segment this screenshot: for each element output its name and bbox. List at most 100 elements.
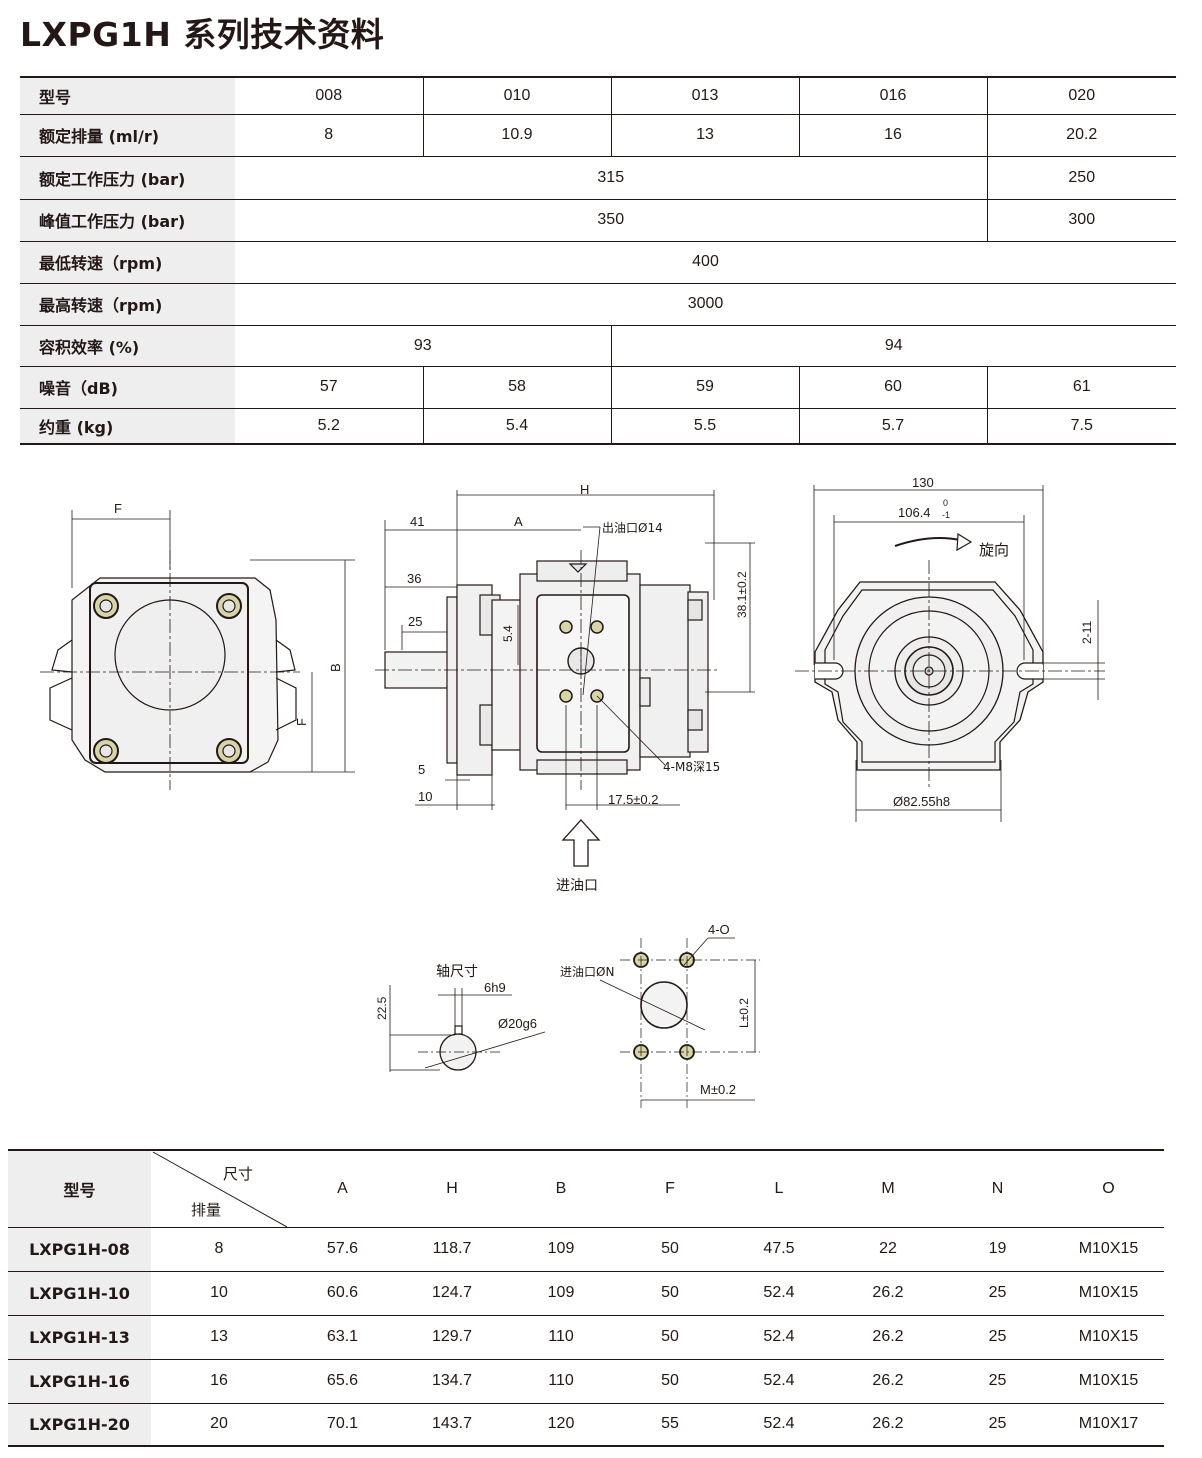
spec-cell: 5.5 [610, 408, 799, 444]
dims-cell: 52.4 [763, 1415, 795, 1433]
pump-rear-view [795, 485, 1105, 822]
bolt-icon [93, 738, 119, 764]
dims-cell: 26.2 [834, 1315, 942, 1360]
dims-cell: 110 [506, 1359, 616, 1404]
spec-cell: 5.2 [317, 416, 340, 434]
dims-cell: 52.4 [724, 1315, 834, 1360]
pump-side-view [375, 490, 755, 867]
dims-cell: M10X15 [1053, 1227, 1164, 1272]
table-row: LXPG1H-08 8 57.6 118.7 109 50 47.5 22 19… [8, 1227, 1164, 1272]
dim-label: Ø82.55h8 [893, 794, 950, 809]
dims-cell: 19 [942, 1227, 1053, 1272]
dims-cell: 118.7 [398, 1227, 506, 1272]
dims-header-row: 型号 尺寸 排量 A H B F L M N O [8, 1150, 1164, 1228]
outlet-label: 出油口Ø14 [602, 521, 663, 535]
shaft-title: 轴尺寸 [436, 964, 478, 980]
spec-cell: 59 [610, 366, 799, 409]
spec-table: 型号 008 010 013 016 020 额定排量 (ml/r) 8 10.… [20, 76, 1176, 445]
spec-cell: 016 [798, 77, 987, 115]
inlet-label: 进油口 [556, 878, 598, 894]
dims-col-header: B [506, 1150, 616, 1228]
page-title: LXPG1H 系列技术资料 [20, 15, 385, 54]
table-row: LXPG1H-16 16 65.6 134.7 110 50 52.4 26.2… [8, 1359, 1164, 1404]
rotation-arrow-icon [894, 532, 973, 552]
table-row: LXPG1H-13 13 63.1 129.7 110 50 52.4 26.2… [8, 1315, 1164, 1360]
port-inlet-label: 进油口ØN [560, 965, 614, 979]
bolt-icon [559, 689, 573, 703]
dims-col-header: L [724, 1150, 834, 1228]
dims-cell: 8 [151, 1227, 287, 1272]
diag-top-label: 尺寸 [223, 1165, 254, 1183]
dim-label: M±0.2 [700, 1082, 736, 1097]
dims-cell: 129.7 [398, 1315, 506, 1360]
dim-label: 38.1±0.2 [735, 571, 749, 618]
pump-front-view [40, 510, 355, 790]
dim-label: 17.5±0.2 [608, 792, 659, 807]
port-detail [599, 937, 760, 1108]
spec-cell: 7.5 [986, 408, 1176, 444]
table-row: LXPG1H-20 20 70.1 143.7 120 55 52.4 26.2… [8, 1403, 1164, 1446]
spec-cell: 300 [986, 199, 1176, 242]
dims-cell: 25 [988, 1415, 1007, 1433]
dim-label: 10 [418, 789, 432, 804]
dims-cell: 13 [151, 1315, 287, 1360]
dim-label: B [328, 663, 343, 672]
bolt-icon [216, 593, 242, 619]
dims-cell: 57.6 [287, 1227, 398, 1272]
technical-drawing: F B F [40, 475, 1105, 1108]
dim-label: A [514, 514, 523, 529]
spec-cell: 400 [235, 241, 1176, 284]
dim-label: 5 [418, 762, 425, 777]
spec-row: 额定排量 (ml/r) 8 10.9 13 16 20.2 [20, 114, 1176, 157]
dims-model-header: 型号 [8, 1150, 151, 1228]
dim-label: H [580, 482, 589, 497]
dims-cell: 50 [616, 1271, 724, 1316]
dimension-table: 型号 尺寸 排量 A H B F L M N O LXPG1H-08 8 57.… [8, 1149, 1164, 1447]
spec-row-label: 峰值工作压力 (bar) [20, 199, 235, 242]
dim-label: F [114, 501, 122, 516]
spec-row: 最低转速（rpm) 400 [20, 241, 1176, 284]
spec-cell: 58 [422, 366, 611, 409]
spec-cell: 5.4 [422, 408, 611, 444]
spec-cell: 315 [235, 156, 987, 200]
dims-col-header: A [287, 1150, 398, 1228]
dims-cell: 20 [210, 1415, 228, 1433]
dims-model-cell: LXPG1H-10 [8, 1271, 151, 1316]
dim-label: 106.4 [898, 505, 931, 520]
spec-row-label: 最低转速（rpm) [20, 241, 235, 284]
spec-row-label: 额定工作压力 (bar) [20, 156, 235, 200]
dims-model-cell: LXPG1H-08 [8, 1227, 151, 1272]
spec-row-label: 最高转速（rpm) [20, 283, 235, 326]
spec-row-label: 额定排量 (ml/r) [20, 114, 235, 157]
dim-label: 36 [407, 571, 421, 586]
dims-cell: M10X15 [1053, 1359, 1164, 1404]
dims-cell: 26.2 [872, 1415, 904, 1433]
rotation-label: 旋向 [979, 541, 1009, 559]
dims-cell: 26.2 [834, 1271, 942, 1316]
spec-row-label: 约重 (kg) [20, 408, 235, 444]
dim-label: 2-11 [1080, 621, 1094, 644]
spec-row-label: 型号 [20, 77, 235, 115]
dim-label: 22.5 [375, 996, 389, 1020]
spec-cell: 61 [986, 366, 1176, 409]
dims-cell: 124.7 [398, 1271, 506, 1316]
bolt-icon [93, 593, 119, 619]
dims-cell: 25 [942, 1271, 1053, 1316]
dims-cell: 70.1 [326, 1415, 359, 1433]
bolt-icon [559, 620, 573, 634]
dims-cell: 47.5 [724, 1227, 834, 1272]
spec-cell: 3000 [235, 283, 1176, 326]
spec-cell: 013 [610, 77, 799, 115]
spec-cell: 16 [798, 114, 987, 157]
dim-label: L±0.2 [737, 998, 751, 1028]
dims-cell: 60.6 [287, 1271, 398, 1316]
spec-cell: 8 [235, 114, 423, 157]
dims-cell: 50 [616, 1359, 724, 1404]
spec-row: 峰值工作压力 (bar) 350 300 [20, 199, 1176, 242]
spec-row: 噪音（dB) 57 58 59 60 61 [20, 366, 1176, 409]
tolerance-label: 0 [943, 498, 948, 508]
dims-cell: M10X15 [1053, 1315, 1164, 1360]
dims-col-header: H [398, 1150, 506, 1228]
spec-row: 约重 (kg) 5.2 5.4 5.5 5.7 7.5 [20, 408, 1176, 444]
spec-cell: 10.9 [422, 114, 611, 157]
